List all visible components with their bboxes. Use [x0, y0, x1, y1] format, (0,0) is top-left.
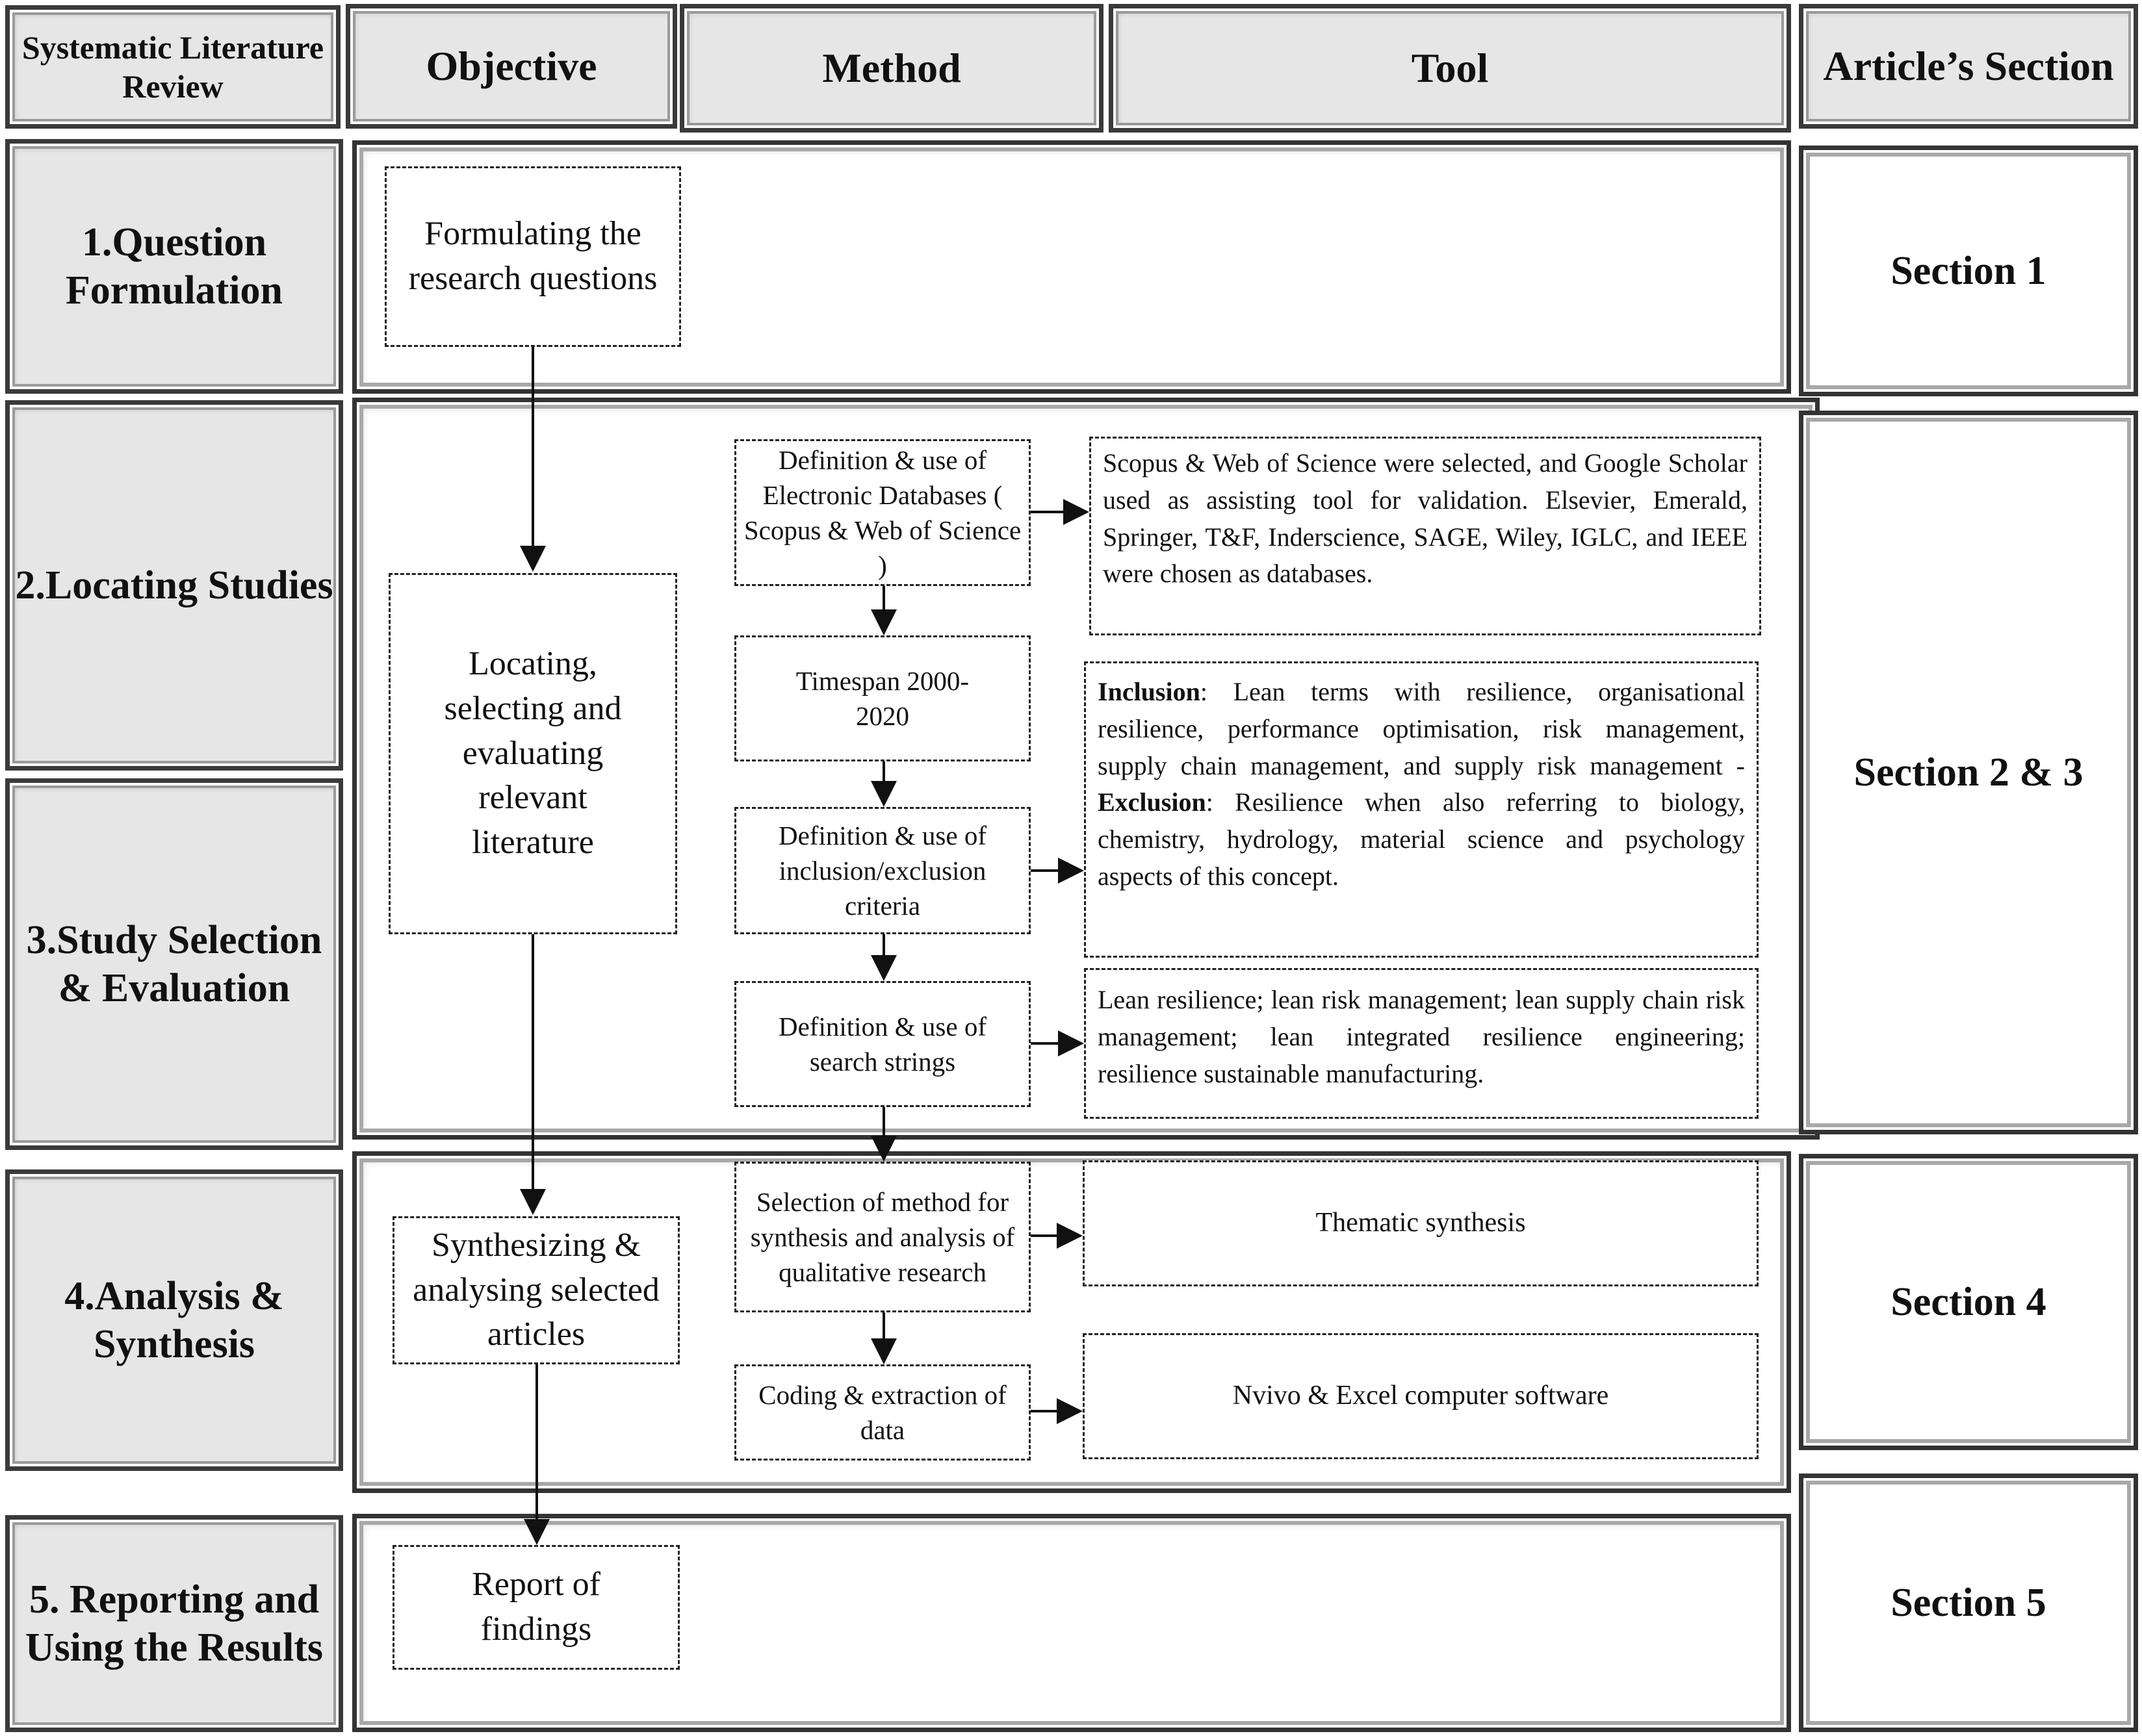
- stage-analysis-synthesis: 4.Analysis & Synthesis: [5, 1169, 343, 1471]
- header-slr: Systematic Literature Review: [5, 5, 341, 129]
- stage-question-formulation: 1.Question Formulation: [5, 139, 343, 394]
- tool-thematic-synthesis: Thematic synthesis: [1083, 1160, 1759, 1286]
- section-4: Section 4: [1799, 1154, 2138, 1450]
- stage-study-selection: 3.Study Selection & Evaluation: [5, 778, 343, 1150]
- objective-report-findings: Report of findings: [393, 1545, 680, 1670]
- objective-formulating-questions: Formulating the research questions: [385, 166, 681, 347]
- method-inclusion-exclusion: Definition & use of inclusion/exclusion …: [734, 807, 1031, 934]
- tool-inclusion-exclusion: Inclusion: Lean terms with resilience, o…: [1084, 661, 1759, 958]
- section-1: Section 1: [1799, 146, 2138, 396]
- header-objective: Objective: [346, 4, 677, 129]
- section-2-3: Section 2 & 3: [1799, 411, 2138, 1134]
- objective-locating-selecting: Locating, selecting and evaluating relev…: [389, 573, 677, 934]
- inclusion-text: : Lean terms with resilience, organisati…: [1098, 677, 1745, 780]
- objective-synthesizing: Synthesizing & analysing selected articl…: [393, 1216, 680, 1364]
- method-coding-extraction: Coding & extraction of data: [734, 1364, 1031, 1461]
- inclusion-label: Inclusion: [1098, 677, 1200, 706]
- tool-databases: Scopus & Web of Science were selected, a…: [1089, 437, 1761, 635]
- section-5: Section 5: [1799, 1474, 2138, 1732]
- stage-reporting: 5. Reporting and Using the Results: [5, 1515, 343, 1732]
- method-timespan: Timespan 2000-2020: [734, 635, 1031, 761]
- stage-locating-studies: 2.Locating Studies: [5, 400, 343, 771]
- tool-nvivo-excel: Nvivo & Excel computer software: [1083, 1333, 1759, 1459]
- method-search-strings: Definition & use of search strings: [734, 981, 1031, 1107]
- exclusion-text: : Resilience when also referring to biol…: [1098, 787, 1745, 891]
- header-tool: Tool: [1109, 4, 1791, 133]
- method-databases: Definition & use of Electronic Databases…: [734, 439, 1031, 586]
- tool-search-strings: Lean resilience; lean risk management; l…: [1084, 968, 1759, 1119]
- method-synthesis-selection: Selection of method for synthesis and an…: [734, 1162, 1031, 1312]
- exclusion-label: Exclusion: [1098, 787, 1206, 817]
- header-article-section: Article’s Section: [1799, 4, 2138, 129]
- header-method: Method: [680, 4, 1103, 133]
